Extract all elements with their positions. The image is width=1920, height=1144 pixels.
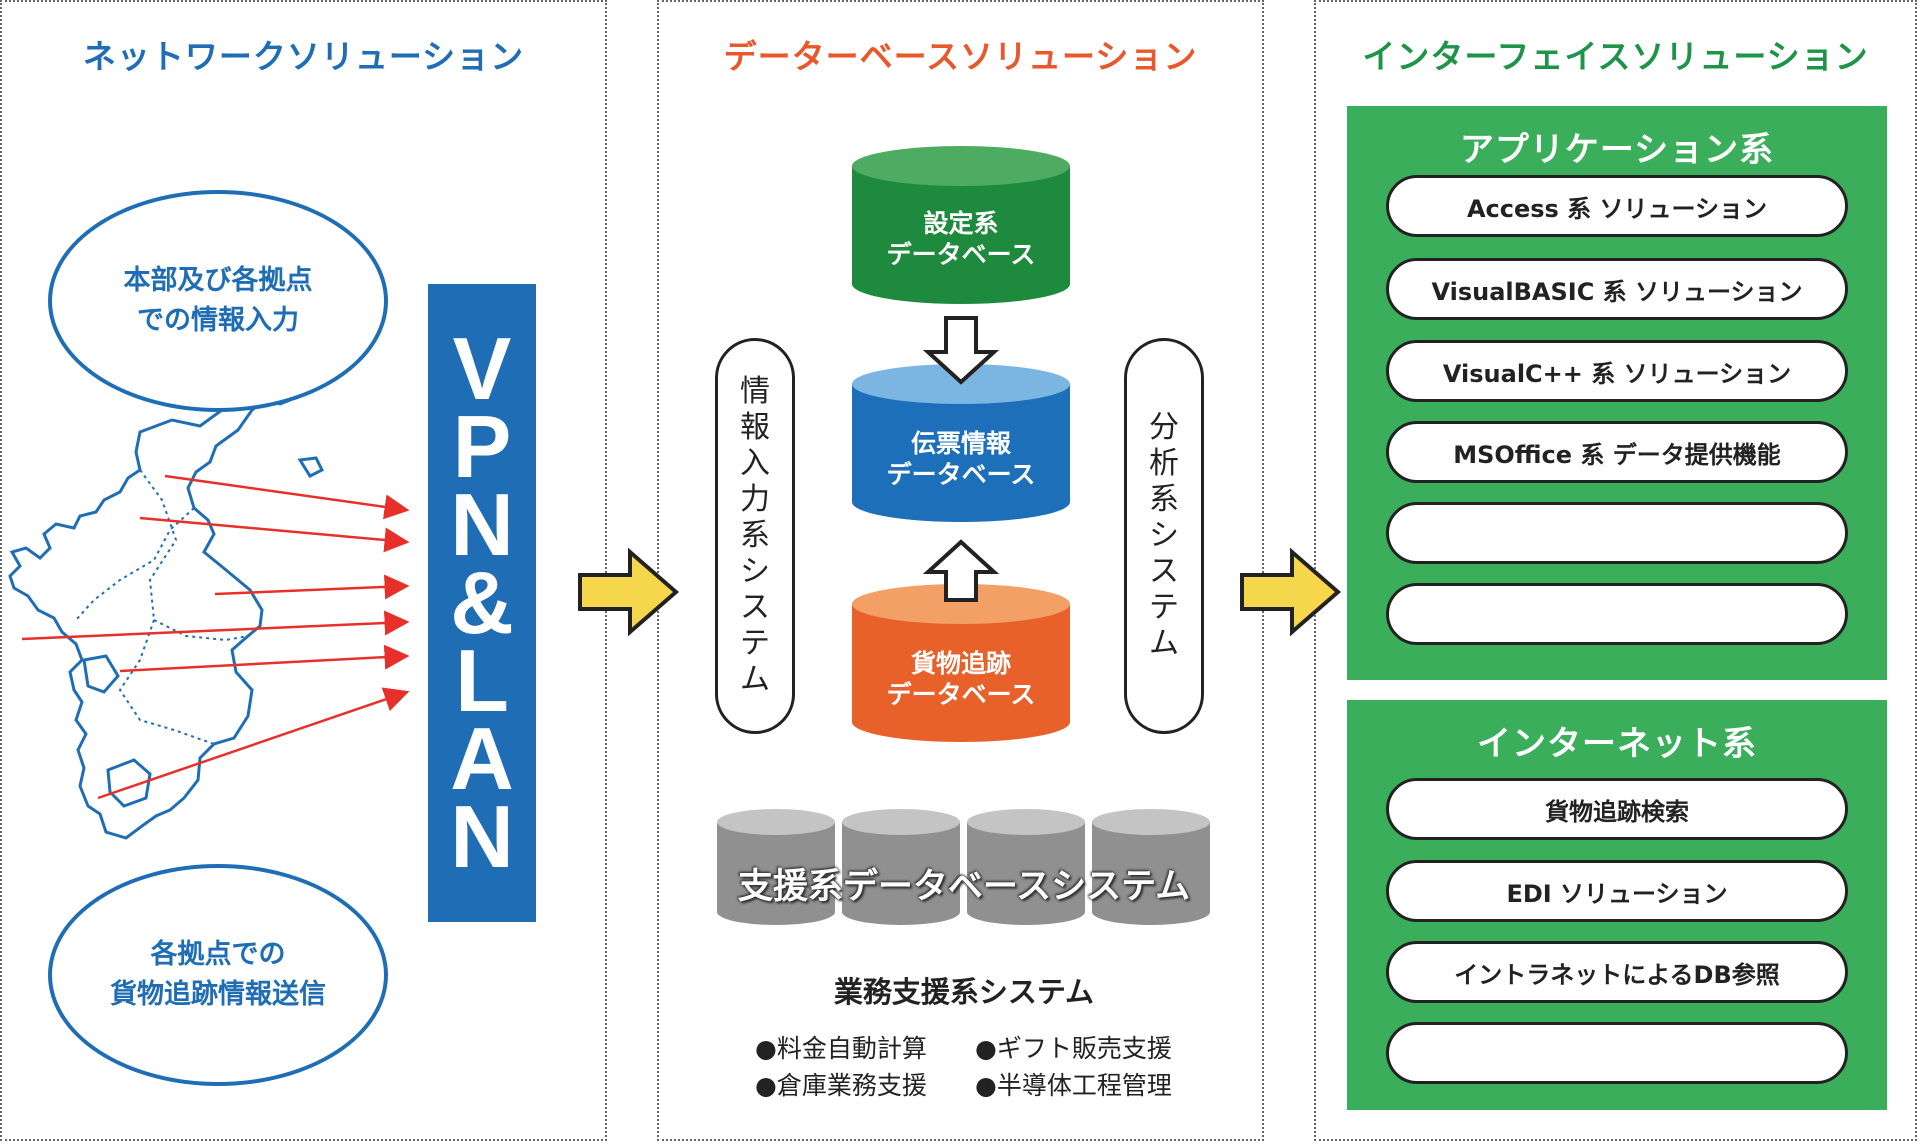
- tracking-send-ellipse-text: 各拠点での 貨物追跡情報送信: [110, 939, 326, 1010]
- vpn-char: N: [450, 787, 514, 886]
- tracking-send-ellipse: 各拠点での 貨物追跡情報送信: [48, 864, 388, 1086]
- settings-db-cylinder: [852, 146, 1070, 304]
- app-item: MSOffice 系 データ提供機能: [1386, 421, 1848, 483]
- analysis-system-char: ス: [1149, 554, 1179, 589]
- support-db-system-label: 支援系データベースシステム: [737, 867, 1191, 907]
- tracking-db-label: 貨物追跡 データベース: [886, 649, 1036, 709]
- app-item: Access 系 ソリューション: [1386, 175, 1848, 237]
- input-system-char: 入: [740, 446, 770, 481]
- analysis-system-char: 系: [1149, 482, 1179, 517]
- database-panel-title: データーベースソリューション: [723, 37, 1198, 76]
- analysis-system-char: テ: [1149, 590, 1179, 625]
- input-system-pill: 情 報 入 力 系 シ ス テ ム: [715, 338, 795, 734]
- input-system-char: ス: [740, 590, 770, 625]
- vpn-char: P: [452, 397, 512, 496]
- internet-item: 貨物追跡検索: [1386, 778, 1848, 840]
- voucher-db-cylinder: [852, 364, 1070, 522]
- data-flow-arrows: [21, 474, 410, 800]
- business-item: ●半導体工程管理: [975, 1071, 1172, 1100]
- business-item: ●ギフト販売支援: [975, 1034, 1172, 1063]
- analysis-system-char: シ: [1149, 518, 1179, 553]
- internet-item-empty: [1386, 1022, 1848, 1084]
- vpn-char: A: [450, 709, 514, 808]
- input-system-char: 情: [740, 374, 770, 409]
- input-system-char: シ: [740, 554, 770, 589]
- vpn-char: V: [452, 319, 512, 418]
- app-item: VisualC++ 系 ソリューション: [1386, 340, 1848, 402]
- analysis-system-char: 分: [1149, 410, 1179, 445]
- analysis-system-char: 析: [1149, 446, 1179, 481]
- business-support-title: 業務支援系システム: [833, 975, 1095, 1009]
- database-panel: データーベースソリューション: [657, 0, 1264, 1141]
- business-item: ●倉庫業務支援: [755, 1071, 927, 1100]
- hollow-arrow-icon: [922, 316, 1000, 602]
- vpn-lan-bar: V P N & L A N: [428, 284, 536, 922]
- app-item-empty: [1386, 583, 1848, 645]
- interface-panel-title: インターフェイスソリューション: [1362, 37, 1869, 76]
- voucher-db-label: 伝票情報 データベース: [886, 429, 1036, 489]
- prefecture-borders: [75, 469, 249, 745]
- vpn-char: N: [450, 475, 514, 574]
- input-system-char: ム: [740, 662, 770, 697]
- application-heading: アプリケーション系: [1459, 130, 1775, 170]
- input-system-char: 力: [740, 482, 770, 517]
- input-system-char: 報: [740, 410, 770, 445]
- input-system-char: 系: [740, 518, 770, 553]
- internet-heading: インターネット系: [1477, 724, 1757, 764]
- vpn-char: &: [450, 553, 514, 652]
- tracking-db-cylinder: [852, 584, 1070, 742]
- vpn-char: L: [455, 631, 509, 730]
- network-panel: ネットワークソリューション: [0, 0, 607, 1141]
- app-item: VisualBASIC 系 ソリューション: [1386, 258, 1848, 320]
- internet-item: EDI ソリューション: [1386, 860, 1848, 922]
- business-item: ●料金自動計算: [755, 1034, 927, 1063]
- input-system-char: テ: [740, 626, 770, 661]
- input-ellipse-text: 本部及び各拠点 での情報入力: [123, 265, 313, 336]
- network-panel-title: ネットワークソリューション: [82, 37, 525, 76]
- internet-item: イントラネットによるDB参照: [1386, 941, 1848, 1003]
- input-ellipse: 本部及び各拠点 での情報入力: [48, 190, 388, 412]
- app-item-empty: [1386, 502, 1848, 564]
- analysis-system-char: ム: [1149, 626, 1179, 661]
- kyushu-map-icon: [8, 370, 325, 840]
- settings-db-label: 設定系 データベース: [886, 209, 1036, 269]
- flow-arrow-icon: [578, 547, 1342, 637]
- analysis-system-pill: 分 析 系 シ ス テ ム: [1124, 338, 1204, 734]
- support-db-cylinders: [717, 809, 1210, 925]
